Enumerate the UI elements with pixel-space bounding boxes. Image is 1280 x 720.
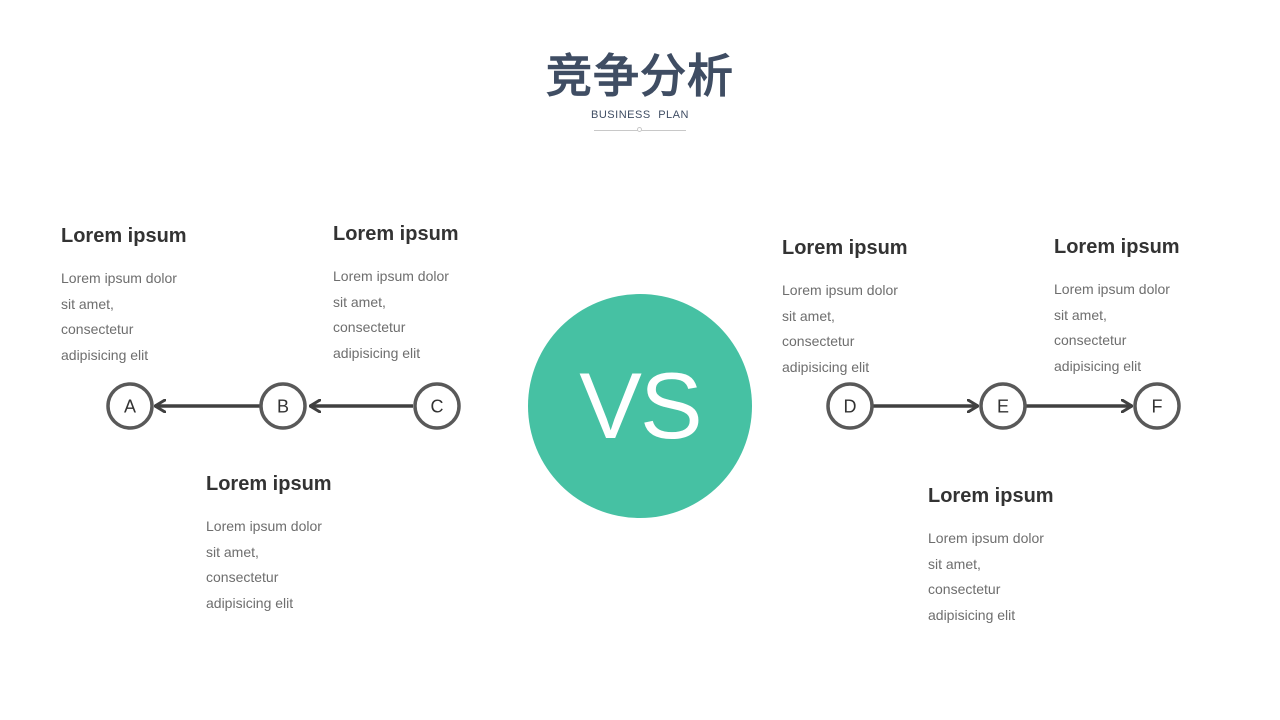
vs-label: VS [579, 353, 702, 458]
node-a-label: A [124, 397, 136, 417]
page-title: 竞争分析 [546, 49, 734, 103]
node-f-label: F [1152, 397, 1163, 417]
node-b: B [259, 382, 307, 430]
block-body-line: Lorem ipsum dolor [333, 268, 449, 284]
block-body-line: Lorem ipsum dolor [782, 282, 898, 298]
title-divider-dot [637, 127, 642, 132]
text-block-top-center-right: Lorem ipsum Lorem ipsum dolor sit amet, … [782, 236, 982, 380]
node-d-label: D [844, 397, 857, 417]
block-body: Lorem ipsum dolor sit amet, consectetur … [782, 278, 982, 380]
page-subtitle: BUSINESS PLAN [591, 109, 689, 121]
node-b-label: B [277, 397, 289, 417]
block-body-line: sit amet, [333, 293, 386, 310]
block-body: Lorem ipsum dolor sit amet, consectetur … [1054, 277, 1254, 379]
block-body: Lorem ipsum dolor sit amet, consectetur … [61, 266, 261, 368]
block-body-line: adipisicing elit [206, 594, 294, 611]
block-body: Lorem ipsum dolor sit amet, consectetur … [928, 526, 1128, 628]
block-body-line: adipisicing elit [61, 346, 149, 363]
block-heading: Lorem ipsum [206, 473, 332, 495]
block-body-line: sit amet, [61, 295, 114, 312]
node-e-label: E [997, 397, 1009, 417]
block-body-line: consectetur [206, 569, 279, 585]
vs-circle: VS [528, 294, 752, 518]
block-body-line: consectetur [928, 581, 1001, 597]
text-block-top-center-left: Lorem ipsum Lorem ipsum dolor sit amet, … [333, 222, 533, 366]
node-c-label: C [431, 397, 444, 417]
block-body-line: sit amet, [206, 543, 259, 560]
block-body: Lorem ipsum dolor sit amet, consectetur … [333, 264, 533, 366]
block-heading: Lorem ipsum [61, 225, 187, 247]
block-body-line: Lorem ipsum dolor [61, 270, 177, 286]
block-body: Lorem ipsum dolor sit amet, consectetur … [206, 514, 406, 616]
node-e: E [979, 382, 1027, 430]
block-body-line: Lorem ipsum dolor [1054, 281, 1170, 297]
block-body-line: consectetur [1054, 332, 1127, 348]
node-c: C [413, 382, 461, 430]
block-body-line: consectetur [61, 321, 134, 337]
text-block-bottom-right: Lorem ipsum Lorem ipsum dolor sit amet, … [928, 484, 1128, 628]
block-body-line: sit amet, [928, 555, 981, 572]
text-block-bottom-left: Lorem ipsum Lorem ipsum dolor sit amet, … [206, 472, 406, 616]
block-body-line: Lorem ipsum dolor [206, 518, 322, 534]
text-block-top-right: Lorem ipsum Lorem ipsum dolor sit amet, … [1054, 235, 1254, 379]
block-heading: Lorem ipsum [782, 237, 908, 259]
block-body-line: adipisicing elit [782, 358, 870, 375]
block-body-line: adipisicing elit [928, 606, 1016, 623]
block-body-line: sit amet, [782, 307, 835, 324]
block-heading: Lorem ipsum [928, 485, 1054, 507]
text-block-top-left: Lorem ipsum Lorem ipsum dolor sit amet, … [61, 224, 261, 368]
node-f: F [1133, 382, 1181, 430]
block-body-line: adipisicing elit [1054, 357, 1142, 374]
block-body-line: sit amet, [1054, 306, 1107, 323]
block-body-line: consectetur [782, 333, 855, 349]
block-body-line: consectetur [333, 319, 406, 335]
block-body-line: Lorem ipsum dolor [928, 530, 1044, 546]
node-d: D [826, 382, 874, 430]
block-heading: Lorem ipsum [1054, 236, 1180, 258]
node-a: A [106, 382, 154, 430]
block-body-line: adipisicing elit [333, 344, 421, 361]
block-heading: Lorem ipsum [333, 223, 459, 245]
